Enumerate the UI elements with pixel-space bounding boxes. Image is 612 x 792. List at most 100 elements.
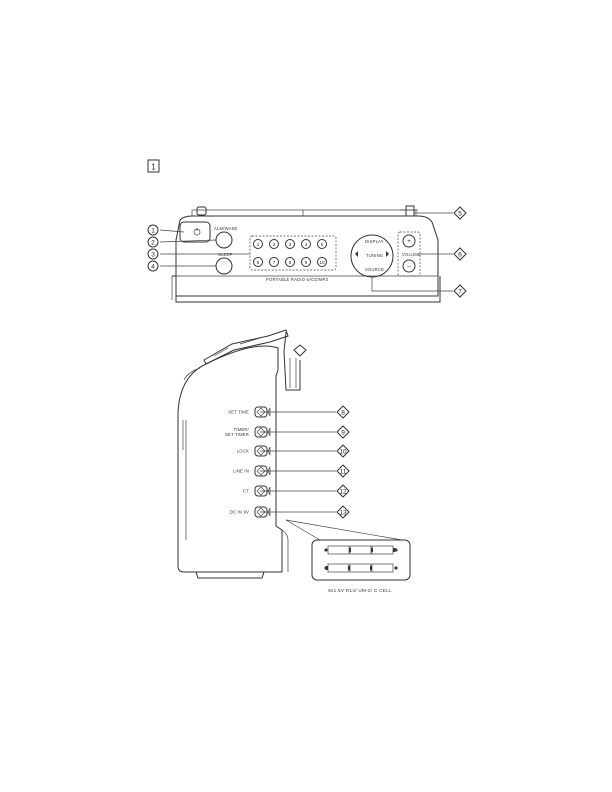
battery-cell-icon bbox=[349, 545, 373, 555]
jack-2[interactable]: TIMER/SET TIMER bbox=[225, 426, 271, 438]
volume-label: VOLUME bbox=[402, 252, 421, 257]
side-handle bbox=[283, 331, 307, 391]
side-view: SET TIME TIMER/SET TIMER LOCK LINE IN CT DC I… bbox=[177, 329, 411, 593]
battery-caption: 6x1.5V R14/ UM-2/ C CELL bbox=[328, 588, 392, 593]
plus-icon: + bbox=[407, 238, 411, 245]
callout-9: 9 bbox=[267, 425, 350, 439]
preset-button-number: 5 bbox=[321, 242, 324, 247]
tune-right-arrow-icon[interactable] bbox=[386, 251, 389, 257]
callout-number: 2 bbox=[151, 239, 155, 246]
jack-label: LINE IN bbox=[233, 469, 249, 474]
jack-label: DC IN 9V bbox=[230, 510, 249, 515]
volume-up-button[interactable]: + bbox=[402, 234, 416, 248]
battery-cell-icon bbox=[327, 545, 351, 555]
preset-button-number: 9 bbox=[305, 260, 308, 265]
battery-compartment: 6x1.5V R14/ UM-2/ C CELL bbox=[285, 519, 411, 593]
jack-5[interactable]: CT bbox=[243, 485, 271, 497]
callout-1: 1 bbox=[147, 224, 185, 236]
preset-button-number: 4 bbox=[305, 242, 308, 247]
preset-button-8[interactable]: 8 bbox=[285, 257, 295, 267]
battery-cell-icon bbox=[370, 563, 394, 573]
display-button-label: DISPLAY bbox=[365, 239, 384, 244]
callout-6: 6 bbox=[420, 247, 467, 261]
callout-3: 3 bbox=[147, 248, 250, 260]
callout-number: 3 bbox=[151, 251, 155, 258]
jack-6[interactable]: DC IN 9V bbox=[230, 506, 271, 518]
preset-button-number: 6 bbox=[257, 260, 260, 265]
callout-2: 2 bbox=[147, 236, 217, 248]
callout-7: 7 bbox=[371, 277, 467, 298]
preset-button-6[interactable]: 6 bbox=[253, 257, 263, 267]
callout-number: 5 bbox=[458, 210, 462, 217]
callout-number: 11 bbox=[340, 468, 347, 475]
callout-13: 13 bbox=[267, 505, 350, 519]
figure-label: 1 bbox=[147, 159, 160, 173]
battery-cells bbox=[324, 545, 398, 573]
tuning-dial[interactable]: DISPLAY TUNING SOURCE bbox=[350, 234, 394, 278]
preset-button-7[interactable]: 7 bbox=[269, 257, 279, 267]
side-foot bbox=[195, 571, 265, 579]
jack-label: CT bbox=[243, 489, 249, 494]
callout-5: 5 bbox=[414, 206, 467, 220]
minus-icon: – bbox=[407, 263, 411, 270]
callout-4: 4 bbox=[147, 260, 216, 272]
battery-cell-icon bbox=[371, 545, 395, 555]
callout-number: 4 bbox=[151, 263, 155, 270]
panel-text: PORTABLE RADIO w/CD/MP3 bbox=[266, 277, 329, 282]
power-icon bbox=[193, 228, 201, 236]
callout-number: 9 bbox=[341, 429, 345, 436]
preset-button-10[interactable]: 10 bbox=[317, 257, 327, 267]
figure-label-text: 1 bbox=[151, 163, 156, 172]
preset-button-number: 2 bbox=[273, 242, 276, 247]
battery-cell-icon bbox=[348, 563, 372, 573]
callout-number: 1 bbox=[151, 227, 155, 234]
antenna-icon bbox=[191, 205, 418, 217]
side-body bbox=[177, 345, 283, 573]
callout-12: 12 bbox=[267, 484, 350, 498]
volume-down-button[interactable]: – bbox=[402, 259, 416, 273]
jack-3[interactable]: LOCK bbox=[237, 445, 271, 457]
power-button[interactable] bbox=[179, 221, 211, 243]
preset-button-2[interactable]: 2 bbox=[269, 239, 279, 249]
callout-8: 8 bbox=[267, 405, 350, 419]
tuning-label: TUNING bbox=[366, 253, 383, 258]
preset-buttons: 1 2 3 4 5 6 7 8 9 10 bbox=[253, 239, 327, 267]
callout-10: 10 bbox=[267, 444, 350, 458]
preset-button-number: 7 bbox=[273, 260, 276, 265]
callout-11: 11 bbox=[267, 464, 350, 478]
callout-number: 8 bbox=[341, 409, 345, 416]
jack-label: LOCK bbox=[237, 449, 249, 454]
jack-label: SET TIMER bbox=[225, 432, 249, 437]
alarm-button[interactable]: ALM/WAKE bbox=[214, 226, 238, 249]
battery-row bbox=[324, 545, 398, 555]
front-body bbox=[175, 215, 439, 297]
jack-1[interactable]: SET TIME bbox=[228, 406, 271, 418]
volume-group-outline bbox=[397, 231, 421, 277]
alarm-button-label: ALM/WAKE bbox=[214, 226, 238, 231]
preset-button-number: 3 bbox=[289, 242, 292, 247]
jack-4[interactable]: LINE IN bbox=[233, 465, 271, 477]
side-jacks: SET TIME TIMER/SET TIMER LOCK LINE IN CT DC I… bbox=[225, 406, 271, 518]
preset-button-number: 8 bbox=[289, 260, 292, 265]
preset-button-number: 1 bbox=[257, 242, 260, 247]
preset-button-4[interactable]: 4 bbox=[301, 239, 311, 249]
preset-button-3[interactable]: 3 bbox=[285, 239, 295, 249]
jack-label: SET TIME bbox=[228, 410, 249, 415]
battery-row bbox=[324, 563, 398, 573]
preset-button-9[interactable]: 9 bbox=[301, 257, 311, 267]
preset-button-5[interactable]: 5 bbox=[317, 239, 327, 249]
callout-number: 7 bbox=[458, 288, 462, 295]
callout-number: 12 bbox=[339, 488, 347, 495]
preset-button-1[interactable]: 1 bbox=[253, 239, 263, 249]
callout-number: 13 bbox=[339, 509, 347, 516]
preset-button-number: 10 bbox=[319, 260, 325, 265]
callout-number: 10 bbox=[339, 448, 347, 455]
front-base bbox=[172, 275, 441, 303]
callout-number: 6 bbox=[458, 251, 462, 258]
preset-group-outline bbox=[249, 235, 337, 271]
jack-label: TIMER/ bbox=[234, 427, 250, 432]
sleep-button[interactable]: SLEEP bbox=[215, 252, 233, 275]
tune-left-arrow-icon[interactable] bbox=[355, 251, 358, 257]
